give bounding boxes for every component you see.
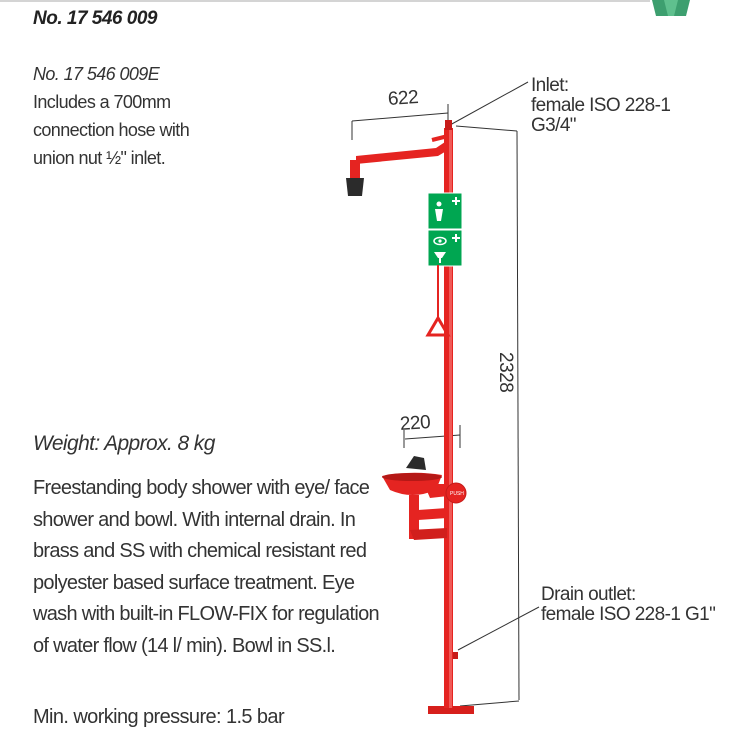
logo-icon bbox=[652, 0, 690, 16]
variant-line: connection hose with bbox=[33, 120, 190, 140]
variant-line: Includes a 700mm bbox=[33, 92, 171, 112]
dimension-bowl: 220 bbox=[399, 411, 431, 436]
pressure-text: Min. working pressure: 1.5 bar bbox=[33, 706, 285, 728]
inlet-line: G3/4" bbox=[531, 115, 577, 136]
shower-neck bbox=[350, 160, 360, 178]
inlet-stub bbox=[445, 120, 452, 130]
shower-arm bbox=[356, 140, 448, 164]
inlet-line: Inlet: bbox=[531, 75, 569, 96]
drain-stub bbox=[453, 652, 458, 659]
base-plate bbox=[428, 706, 474, 714]
dimension-arm: 622 bbox=[387, 86, 419, 111]
safety-signs bbox=[427, 192, 463, 267]
main-pole bbox=[444, 128, 453, 708]
drain-line: female ISO 228-1 G1" bbox=[541, 604, 716, 625]
dimension-height: 2328 bbox=[495, 352, 516, 393]
eyewash-assembly: PUSH bbox=[382, 456, 467, 540]
variant-info: No. 17 546 009E Includes a 700mm connect… bbox=[33, 60, 263, 172]
inlet-line: female ISO 228-1 bbox=[531, 95, 671, 116]
description-text: Freestanding body shower with eye/ face … bbox=[33, 477, 380, 657]
product-number: No. 17 546 009 bbox=[33, 8, 157, 29]
pull-handle bbox=[425, 315, 451, 337]
inlet-callout: Inlet: female ISO 228-1 G3/4" bbox=[531, 75, 671, 136]
drain-callout: Drain outlet: female ISO 228-1 G1" bbox=[541, 584, 716, 625]
push-label: PUSH bbox=[450, 491, 464, 497]
shower-head bbox=[346, 178, 364, 196]
pole-highlight bbox=[449, 128, 452, 708]
variant-number: No. 17 546 009E bbox=[33, 64, 160, 84]
arm-support bbox=[431, 134, 449, 142]
top-rule bbox=[0, 0, 650, 2]
weight-text: Weight: Approx. 8 kg bbox=[33, 432, 215, 455]
variant-line: union nut ½" inlet. bbox=[33, 148, 166, 168]
drain-line: Drain outlet: bbox=[541, 584, 636, 605]
